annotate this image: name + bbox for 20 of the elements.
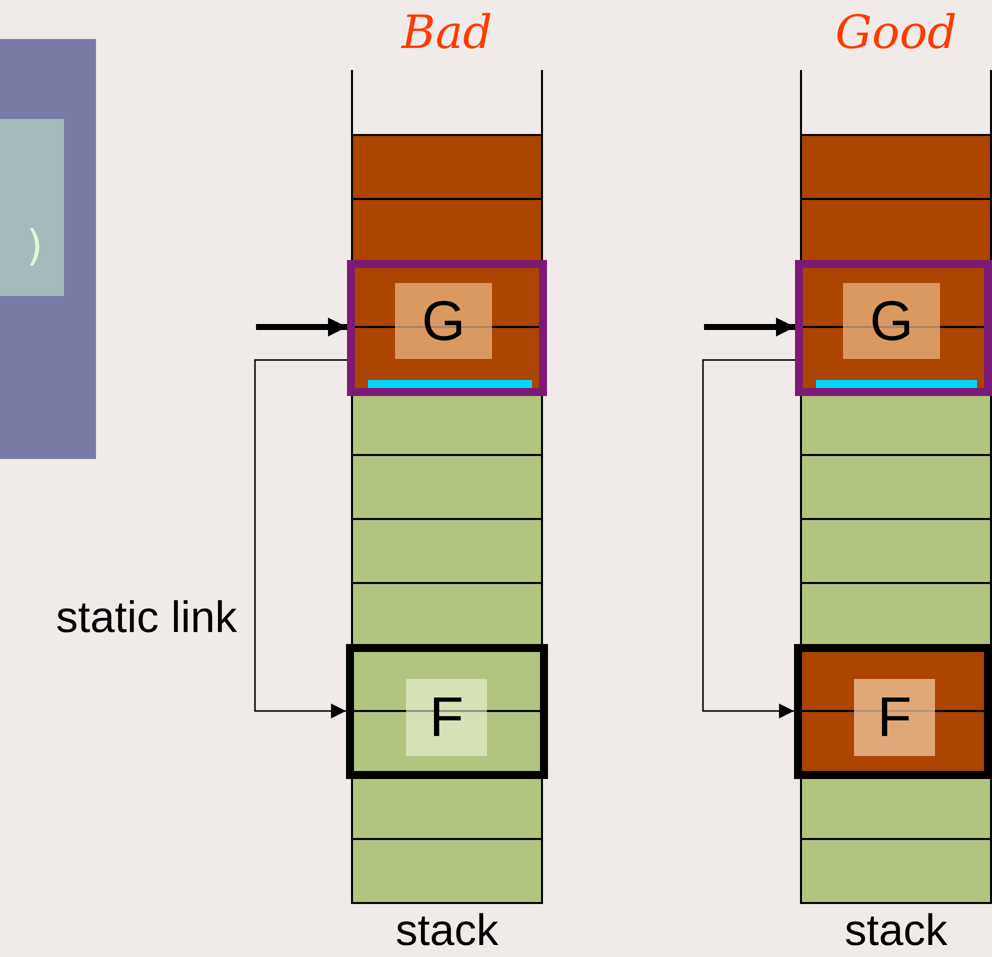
edge-label: static link: [56, 592, 237, 644]
code-text: ): [22, 221, 48, 271]
frame-label: G: [843, 283, 940, 359]
frame-label: F: [406, 679, 487, 756]
code-panel: [0, 39, 96, 459]
stack-frame: [346, 644, 548, 779]
arrow: [254, 359, 347, 718]
stack-frame: [347, 260, 547, 396]
frame-label: G: [395, 283, 492, 359]
column-heading: Good: [834, 4, 958, 61]
code-box: [0, 119, 64, 296]
stack-caption: stack: [844, 906, 948, 956]
stack-frame: [795, 260, 992, 396]
arrow: [256, 317, 347, 337]
arrow: [702, 359, 795, 718]
frame-label: F: [854, 679, 935, 756]
stack-caption: stack: [394, 906, 500, 956]
column-heading: Bad: [400, 4, 494, 61]
stack-frame: [794, 644, 992, 779]
arrow: [704, 317, 795, 337]
